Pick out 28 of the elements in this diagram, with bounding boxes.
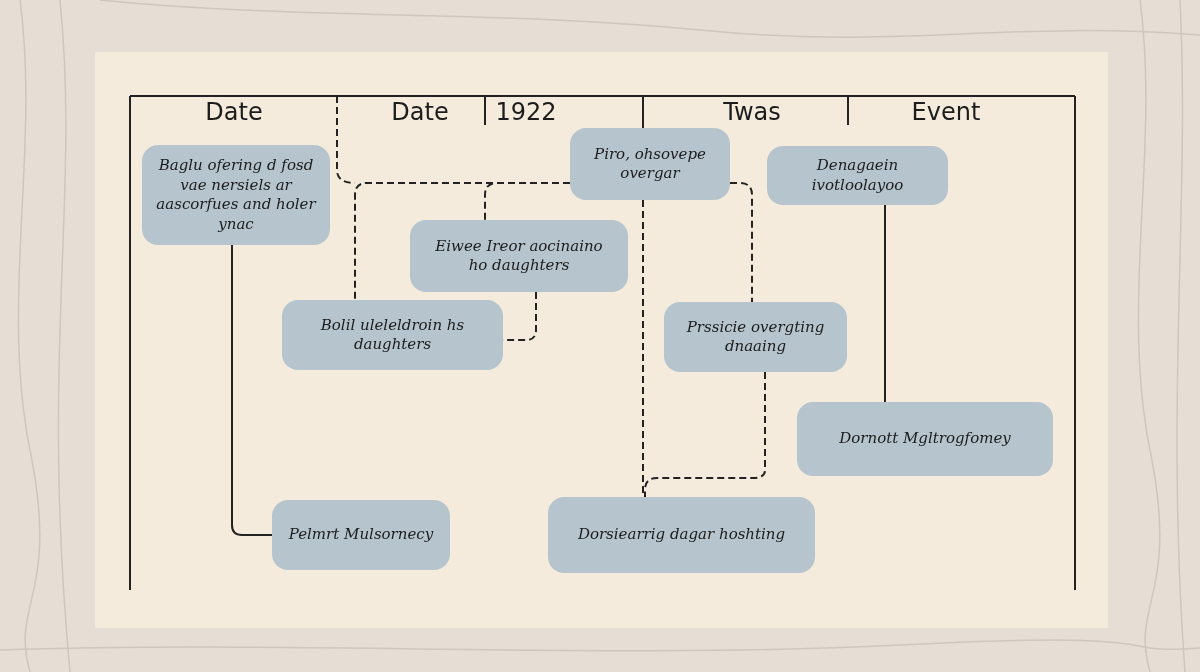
event-text: Pelmrt Mulsornecy xyxy=(288,525,434,545)
event-box xyxy=(142,145,330,245)
event-box xyxy=(410,220,628,292)
event-text: Bolil uleleldroin hs daughters xyxy=(319,315,466,355)
event-box xyxy=(282,300,503,370)
event-text: Dornott Mgltrogfomey xyxy=(839,429,1011,449)
event-box xyxy=(548,497,815,573)
connector-line xyxy=(354,182,571,301)
event-text: Eiwee Ireor aocinaino ho daughters xyxy=(434,236,604,276)
column-header: Date xyxy=(205,98,263,126)
column-header: Twas xyxy=(723,98,781,126)
connector-line xyxy=(884,204,886,403)
event-text: Baglu ofering d fosd vae nersiels ar aascorfues and holer ynac xyxy=(156,156,316,234)
event-box xyxy=(272,500,450,570)
column-header: Event xyxy=(911,98,981,126)
connector-line xyxy=(644,371,766,498)
connector-line xyxy=(729,182,753,303)
event-box xyxy=(570,128,730,200)
column-header: 1922 xyxy=(495,98,557,126)
event-text: Dorsiearrig dagar hoshting xyxy=(577,525,786,545)
column-header: Date xyxy=(391,98,449,126)
event-box xyxy=(797,402,1053,476)
event-text: Prssicie overgting dnaaing xyxy=(685,317,826,357)
event-box xyxy=(767,146,948,205)
event-text: Denagaein ivotloolayoo xyxy=(810,156,905,195)
event-text: Piro, ohsovepe overgar xyxy=(593,144,707,184)
connector-line xyxy=(231,244,273,536)
event-box xyxy=(664,302,847,372)
